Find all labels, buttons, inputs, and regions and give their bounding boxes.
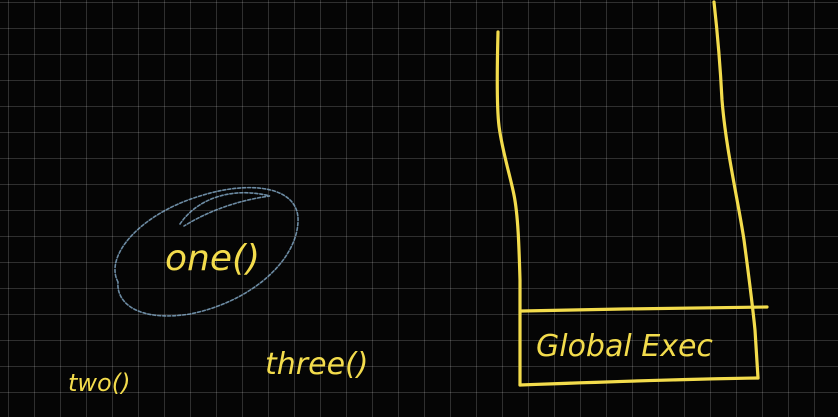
stack-bottom-line bbox=[518, 376, 760, 387]
global-exec-frame-label: Global Exec bbox=[536, 329, 713, 364]
stack-frame-divider bbox=[520, 305, 769, 313]
one-call-label: one() bbox=[165, 238, 260, 279]
two-call-label: two() bbox=[68, 369, 130, 397]
highlight-circle-inner-stroke bbox=[179, 192, 271, 227]
stack-right-wall bbox=[712, 0, 760, 380]
highlight-circle bbox=[114, 186, 299, 317]
three-call-label: three() bbox=[265, 347, 368, 382]
stack-left-wall bbox=[495, 30, 522, 387]
